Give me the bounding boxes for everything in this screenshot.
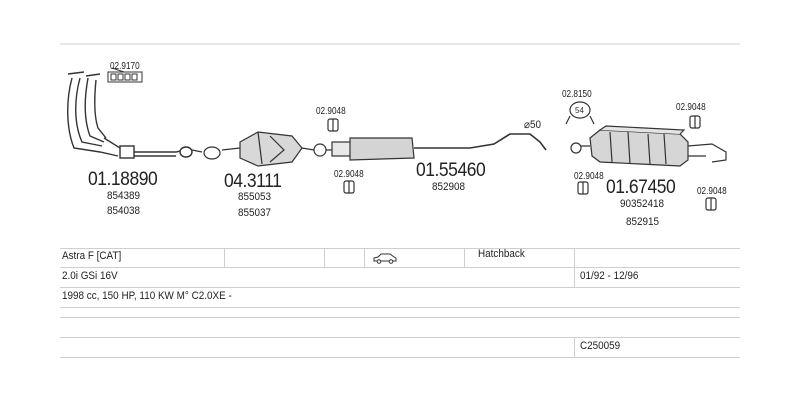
- mid-part-number: 01.55460: [416, 160, 486, 181]
- car-icon: [372, 251, 398, 269]
- middle-silencer-icon: [313, 133, 547, 161]
- manifold-part-number: 01.18890: [88, 169, 158, 190]
- gasket-icon: [107, 67, 143, 83]
- clamp-icon-a: [327, 118, 339, 132]
- gasket-part-number: 02.9170: [110, 61, 140, 72]
- exhaust-diagram: 54: [60, 43, 740, 228]
- clamp-icon-b: [343, 180, 355, 194]
- catalytic-converter-icon: [203, 131, 315, 167]
- clamp-c-part-number: 02.9048: [676, 102, 706, 113]
- svg-text:54: 54: [575, 106, 584, 115]
- clamp-icon-d: [577, 181, 589, 195]
- cat-ref-1: 855053: [238, 191, 272, 203]
- catalog-code-cell: C250059: [580, 340, 621, 352]
- clamp-a-part-number: 02.9048: [316, 106, 346, 117]
- rear-silencer-icon: [570, 125, 727, 167]
- clamp-icon-c: [689, 115, 701, 129]
- body-type-cell: Hatchback: [478, 248, 525, 260]
- manifold-ref-2: 854038: [107, 205, 141, 217]
- rear-part-number: 01.67450: [606, 177, 676, 198]
- seal-icon: 54: [565, 101, 595, 125]
- cat-part-number: 04.3111: [224, 171, 282, 192]
- model-cell: Astra F [CAT]: [62, 250, 122, 262]
- exhaust-system-drawing: 54: [60, 43, 740, 211]
- exhaust-manifold-icon: [67, 71, 203, 159]
- clamp-e-part-number: 02.9048: [697, 186, 727, 197]
- engine-cell: 2.0i GSi 16V: [62, 270, 118, 282]
- cat-ref-2: 855037: [238, 207, 272, 219]
- specs-cell: 1998 cc, 150 HP, 110 KW M° C2.0XE -: [62, 290, 232, 302]
- rear-ref-1: 90352418: [620, 198, 665, 210]
- clamp-icon-e: [705, 197, 717, 211]
- seal-part-number: 02.8150: [562, 89, 592, 100]
- pipe-diameter: ⌀50: [524, 119, 541, 131]
- years-cell: 01/92 - 12/96: [580, 270, 639, 282]
- clamp-d-part-number: 02.9048: [574, 171, 604, 182]
- rear-ref-2: 852915: [626, 216, 660, 228]
- clamp-b-part-number: 02.9048: [334, 169, 364, 180]
- manifold-ref-1: 854389: [107, 190, 141, 202]
- mid-ref-1: 852908: [432, 181, 466, 193]
